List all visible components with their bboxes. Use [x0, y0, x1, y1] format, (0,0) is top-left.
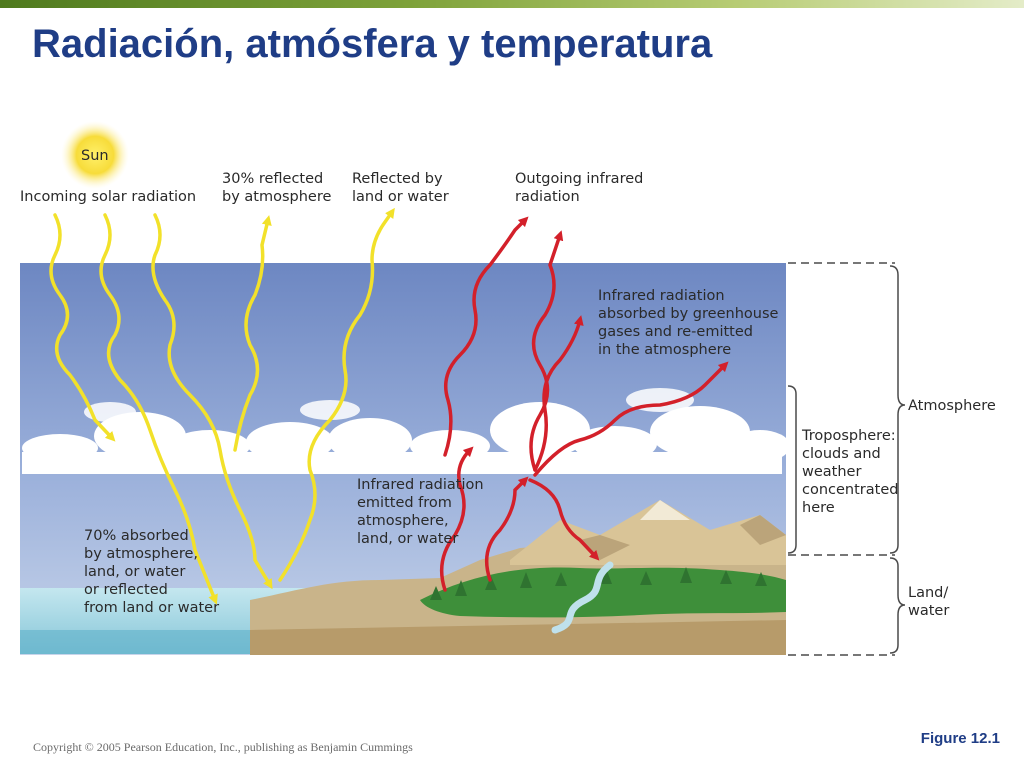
- cloud-band: [22, 388, 790, 474]
- troposphere-label-line5: here: [802, 500, 835, 516]
- land-water-label-line2: water: [908, 603, 949, 619]
- greenhouse-label-line1: Infrared radiation: [598, 288, 725, 304]
- atmosphere-label: Atmosphere: [908, 398, 996, 414]
- troposphere-label-line1: Troposphere:: [801, 428, 896, 444]
- absorbed-label-line1: 70% absorbed: [84, 528, 189, 544]
- river: [551, 561, 614, 634]
- outgoing-infrared-label-line1: Outgoing infrared: [515, 171, 643, 187]
- ir-emitted-label-line2: emitted from: [357, 495, 452, 511]
- incoming-solar-radiation-label: Incoming solar radiation: [20, 189, 196, 205]
- diagram-labels: Sun Incoming solar radiation 30% reflect…: [20, 148, 996, 619]
- greenhouse-label-line2: absorbed by greenhouse: [598, 306, 778, 322]
- troposphere-label-line2: clouds and: [802, 446, 881, 462]
- ir-emitted-label-line3: atmosphere,: [357, 513, 449, 529]
- mountains: [510, 500, 786, 565]
- absorbed-label-line5: from land or water: [84, 600, 219, 616]
- absorbed-label-line3: land, or water: [84, 564, 185, 580]
- sun-icon: [61, 121, 129, 189]
- troposphere-label-line3: weather: [802, 464, 861, 480]
- slide-title: Radiación, atmósfera y temperatura: [32, 22, 713, 66]
- figure-label: Figure 12.1: [920, 730, 1000, 747]
- solar-radiation-arrows: [49, 207, 395, 605]
- copyright-notice: Copyright © 2005 Pearson Education, Inc.…: [33, 740, 413, 754]
- troposphere-label-line4: concentrated: [802, 482, 898, 498]
- absorbed-label-line4: or reflected: [84, 582, 168, 598]
- ir-emitted-label-line4: land, or water: [357, 531, 458, 547]
- infrared-radiation-arrows: [439, 216, 729, 592]
- land-water-label-line1: Land/: [908, 585, 948, 601]
- greenhouse-label-line4: in the atmosphere: [598, 342, 731, 358]
- reflected-by-atmosphere-label-line2: by atmosphere: [222, 189, 331, 205]
- reflected-by-land-label-line2: land or water: [352, 189, 449, 205]
- absorbed-label-line2: by atmosphere,: [84, 546, 198, 562]
- outgoing-infrared-label-line2: radiation: [515, 189, 580, 205]
- reflected-by-atmosphere-label-line1: 30% reflected: [222, 171, 323, 187]
- sun-label: Sun: [81, 148, 109, 164]
- greenhouse-label-line3: gases and re-emitted: [598, 324, 753, 340]
- reflected-by-land-label-line1: Reflected by: [352, 171, 443, 187]
- forest: [420, 567, 786, 618]
- top-accent-bar: [0, 0, 1024, 8]
- ir-emitted-label-line1: Infrared radiation: [357, 477, 484, 493]
- layer-brackets: [787, 262, 906, 656]
